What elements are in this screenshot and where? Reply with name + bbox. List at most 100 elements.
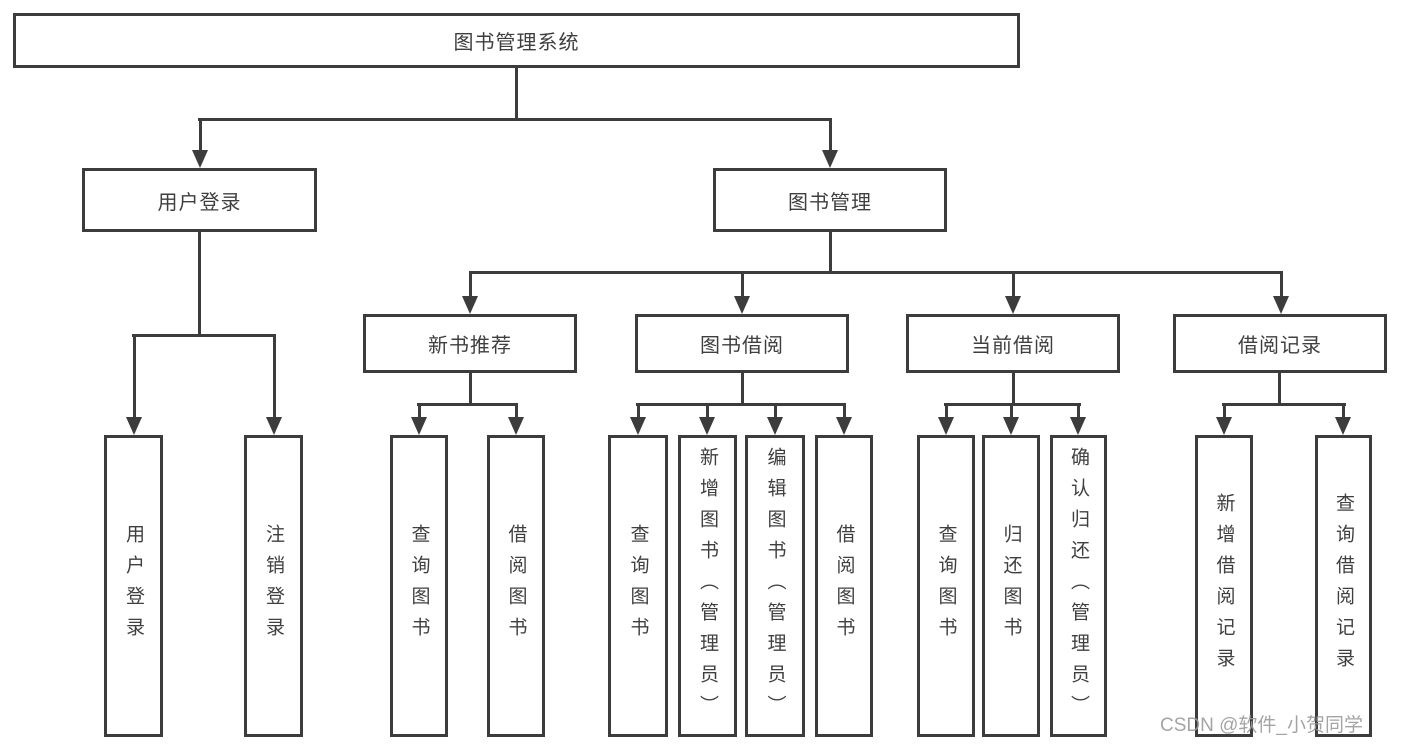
arrowhead-icon [630,417,646,435]
connector-shaft [636,403,640,417]
connector-shaft [272,334,276,417]
connector-shaft [1011,271,1015,296]
connector-shaft [740,271,744,296]
node-label: 查询图书 [408,524,430,648]
connector-stem-current-borrowing [1012,372,1015,406]
connector-shaft [1076,403,1080,417]
node-label: 查询借阅记录 [1333,493,1354,679]
node-label: 图书管理 [788,191,872,214]
node-label: 图书借阅 [700,335,784,357]
connector-arrow-cb-return [1003,403,1019,435]
node-label: 查询图书 [935,524,957,648]
arrowhead-icon [938,417,954,435]
node-return-book: 归还图书 [982,435,1040,737]
connector-shaft [514,403,518,417]
arrowhead-icon [836,417,852,435]
node-label: 用户登录 [157,191,242,214]
connector-shaft [1341,403,1345,417]
node-library-system: 图书管理系统 [13,13,1020,68]
node-book-management: 图书管理 [713,168,947,232]
connector-arrow-br-add [1216,403,1232,435]
node-label: 用户登录 [123,524,144,648]
connector-hline-borrowing-records [1222,403,1346,406]
connector-hline-book-management [469,271,1282,274]
node-borrow-books-newrec: 借阅图书 [487,435,545,737]
connector-arrow-nb-query [411,403,427,435]
arrowhead-icon [266,417,282,435]
node-label: 确认归还（管理员） [1068,446,1089,726]
connector-stem-borrowing-records [1278,372,1281,406]
node-label: 图书管理系统 [453,32,580,54]
connector-shaft [944,403,948,417]
node-logout: 注销登录 [244,435,303,737]
node-query-books-borrow: 查询图书 [608,435,668,737]
connector-arrow-user-login [192,118,208,168]
node-user-login: 用户登录 [82,168,317,232]
arrowhead-icon [767,417,783,435]
arrowhead-icon [192,150,208,168]
node-label: 归还图书 [1000,524,1022,648]
node-confirm-return-admin: 确认归还（管理员） [1050,435,1107,737]
connector-shaft [1222,403,1226,417]
connector-arrow-bb-edit [767,403,783,435]
node-label: 新书推荐 [428,335,512,357]
node-label: 编辑图书（管理员） [764,446,786,726]
node-label: 当前借阅 [971,335,1055,357]
connector-arrow-bb-query [630,403,646,435]
node-borrowing-records: 借阅记录 [1173,314,1387,373]
node-label: 新增借阅记录 [1213,493,1235,679]
connector-shaft [705,403,709,417]
connector-shaft [417,403,421,417]
node-label: 借阅记录 [1238,335,1322,357]
connector-arrow-borrowing-records [1273,271,1289,314]
connector-stem-new-book-recommend [469,372,472,406]
connector-shaft [828,118,832,150]
arrowhead-icon [822,150,838,168]
arrowhead-icon [699,417,715,435]
node-label: 新增图书（管理员） [697,446,718,726]
connector-hline-new-book-recommend [417,403,518,406]
connector-arrow-bb-add [699,403,715,435]
connector-stem-book-borrowing [741,372,744,406]
connector-arrow-br-query [1335,403,1351,435]
csdn-watermark: CSDN @软件_小贺同学 [1160,715,1363,736]
connector-hline-book-borrowing [636,403,846,406]
connector-hline-user-login [132,334,276,337]
node-query-books-newrec: 查询图书 [390,435,448,737]
connector-arrow-book-management [822,118,838,168]
node-label: 借阅图书 [505,524,527,648]
connector-shaft [1279,271,1283,296]
node-add-book-admin: 新增图书（管理员） [678,435,737,737]
node-new-book-recommend: 新书推荐 [363,314,577,373]
connector-arrow-logout [266,334,282,435]
connector-stem-root [515,66,518,121]
connector-arrow-user-login-leaf [126,334,142,435]
connector-arrow-nb-borrow [508,403,524,435]
connector-hline-current-borrowing [944,403,1081,406]
arrowhead-icon [1216,417,1232,435]
node-current-borrowing: 当前借阅 [906,314,1120,373]
connector-arrow-cb-query [938,403,954,435]
node-edit-book-admin: 编辑图书（管理员） [745,435,805,737]
node-query-books-current: 查询图书 [917,435,975,737]
node-borrow-books-borrow: 借阅图书 [815,435,873,737]
connector-shaft [198,118,202,150]
connector-shaft [132,334,136,417]
connector-arrow-new-book-recommend [462,271,478,314]
arrowhead-icon [734,296,750,314]
arrowhead-icon [126,417,142,435]
connector-stem-user-login [198,231,201,337]
connector-hline-root [198,118,832,121]
connector-arrow-current-borrowing [1005,271,1021,314]
node-query-borrow-record: 查询借阅记录 [1315,435,1372,737]
node-label: 查询图书 [627,524,649,648]
arrowhead-icon [1005,296,1021,314]
connector-stem-book-management [829,231,832,274]
connector-shaft [1009,403,1013,417]
node-label: 借阅图书 [833,524,855,648]
node-add-borrow-record: 新增借阅记录 [1195,435,1253,737]
node-label: 注销登录 [263,524,284,648]
connector-shaft [468,271,472,296]
arrowhead-icon [508,417,524,435]
connector-arrow-bb-borrow [836,403,852,435]
